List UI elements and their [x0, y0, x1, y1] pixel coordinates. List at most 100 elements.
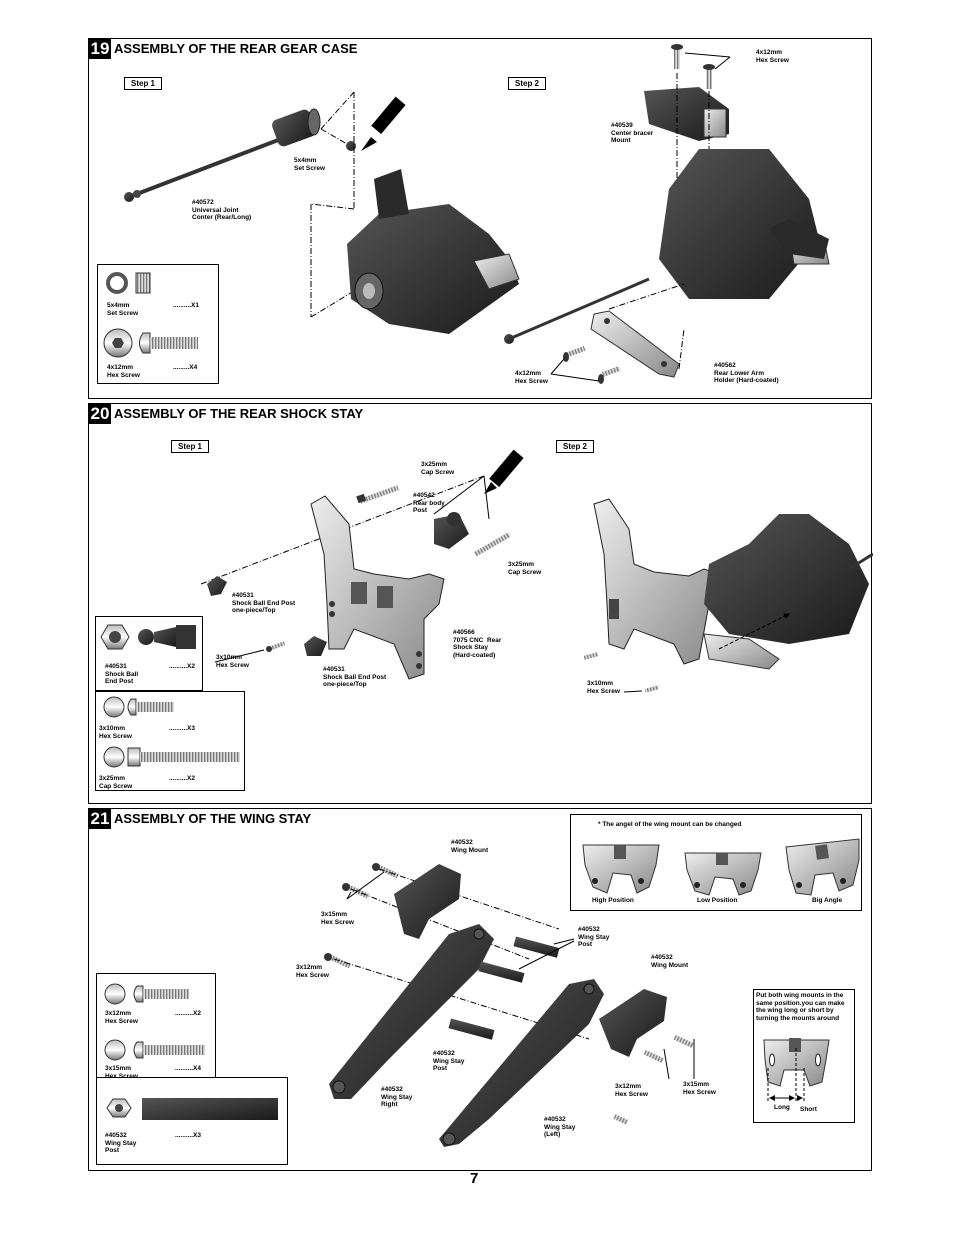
step-number-19: 19	[89, 39, 111, 59]
label-hex-screw-bottom: 4x12mm Hex Screw	[515, 370, 548, 385]
shock-stay-plate	[310, 495, 445, 680]
wing-stay-posts	[448, 936, 560, 1040]
rear-gear-case-illustration	[124, 44, 830, 384]
label-rear-body-post: #40542 Rear body Post	[413, 492, 445, 514]
part-name: 3x10mm Hex Screw	[99, 725, 132, 740]
shock-ball-end-lower	[304, 636, 327, 656]
rear-arm-holder-drawing	[590, 310, 680, 378]
parts-box-20-ball-end: #40531 Shock Ball End Post ..........X2	[95, 616, 203, 691]
lower-hex-screws	[563, 346, 621, 384]
wing-mount-right	[599, 989, 667, 1057]
label-cap-screw-right: 3x25mm Cap Screw	[508, 561, 542, 576]
angle-note: * The angel of the wing mount can be cha…	[598, 821, 742, 828]
parts-icons-21-screws	[104, 983, 205, 1061]
label-shock-stay: #40566 7075 CNC Rear Shock Stay (Hard-co…	[453, 629, 502, 659]
label-hex-screw-left: 3x10mm Hex Screw	[216, 654, 249, 669]
section-title: ASSEMBLY OF THE REAR GEAR CASE	[114, 41, 358, 56]
parts-icons-screws	[103, 696, 240, 768]
position-label: High Position	[592, 897, 634, 904]
part-name: 3x12mm Hex Screw	[105, 1010, 138, 1025]
universal-joint-drawing	[124, 108, 321, 202]
label-stay-post-mid: #40532 Wing Stay Post	[433, 1050, 465, 1072]
shock-stay-assembled	[593, 498, 720, 665]
hex-screw-drawing	[671, 44, 715, 89]
label-hex-screw-top: 4x12mm Hex Screw	[756, 49, 789, 64]
wing-stay-left-arm	[439, 979, 604, 1147]
part-qty: ..........X2	[169, 775, 196, 782]
part-qty: ..........X2	[175, 1010, 202, 1017]
step-2-label: Step 2	[556, 440, 595, 453]
label-hex12-left: 3x12mm Hex Screw	[296, 964, 329, 979]
tip-mount-diagram	[763, 1038, 830, 1102]
label-wing-mount-right: #40532 Wing Mount	[651, 954, 689, 969]
part-name: #40531 Shock Ball End Post	[105, 663, 139, 685]
part-qty: ..........X2	[169, 663, 196, 670]
label-cap-screw-top: 3x25mm Cap Screw	[421, 461, 455, 476]
part-name: 3x15mm Hex Screw	[105, 1065, 138, 1080]
step-number-20: 20	[89, 404, 111, 424]
label-set-screw: 5x4mm Set Screw	[294, 157, 326, 172]
part-name: #40532 Wing Stay Post	[105, 1132, 137, 1154]
part-qty: .........X4	[173, 364, 198, 371]
label-hex15-left: 3x15mm Hex Screw	[321, 911, 354, 926]
label-hex15-bottom: 3x15mm Hex Screw	[683, 1081, 716, 1096]
wing-mount-positions	[582, 838, 860, 896]
page-number: 7	[470, 1170, 479, 1187]
label-stay-post-top: #40532 Wing Stay Post	[578, 926, 610, 948]
wing-mount-angle-panel: * The angel of the wing mount can be cha…	[570, 814, 862, 911]
screw-cement-tube	[361, 96, 406, 151]
label-wing-mount-top: #40532 Wing Mount	[451, 839, 489, 854]
part-name: 4x12mm Hex Screw	[107, 364, 140, 379]
parts-icons-19	[103, 272, 198, 358]
gear-case-assembled	[703, 514, 869, 670]
part-qty: ..........X3	[175, 1132, 202, 1139]
label-ball-end-lower: #40531 Shock Ball End Post one-piece/Top	[323, 666, 387, 688]
label-center-bracer: #40539 Center bracer Mount	[611, 122, 654, 144]
cap-screw-top	[356, 485, 399, 504]
step-1-label: Step 1	[124, 77, 163, 90]
part-qty: ..........X1	[173, 302, 200, 309]
label-stay-left: #40532 Wing Stay (Left)	[544, 1116, 576, 1138]
cap-screw-right	[473, 532, 511, 557]
high-position-mount	[582, 844, 660, 894]
parts-box-21-post: #40532 Wing Stay Post ..........X3	[96, 1077, 288, 1165]
hex-screw-step2	[583, 652, 660, 693]
section-title: ASSEMBLY OF THE WING STAY	[114, 811, 312, 826]
gear-case-drawing-step1	[347, 169, 520, 334]
label-stay-right: #40532 Wing Stay Right	[381, 1086, 413, 1108]
part-qty: ..........X3	[169, 725, 196, 732]
position-label: Big Angle	[812, 897, 843, 904]
center-bracer-drawing	[644, 87, 729, 141]
section-19-rear-gear-case: 19 ASSEMBLY OF THE REAR GEAR CASE	[88, 38, 872, 399]
rear-shock-stay-illustration	[200, 449, 873, 693]
label-universal-joint: #40572 Universal Joint Conter (Rear/Long…	[192, 199, 252, 221]
wing-length-tip-box: Put both wing mounts in the same positio…	[753, 989, 855, 1123]
part-qty: ..........X4	[175, 1065, 202, 1072]
position-label: Low Position	[697, 897, 738, 904]
rear-body-post	[434, 512, 469, 549]
long-label: Long	[774, 1104, 790, 1111]
wing-mount-upper	[394, 864, 461, 939]
low-position-mount	[684, 852, 762, 896]
section-20-rear-shock-stay: 20 ASSEMBLY OF THE REAR SHOCK STAY	[88, 403, 873, 804]
step-1-label: Step 1	[171, 440, 210, 453]
parts-icons-21-post	[106, 1098, 278, 1120]
part-name: 5x4mm Set Screw	[107, 302, 139, 317]
label-arm-holder: #40562 Rear Lower Arm Holder (Hard-coate…	[714, 362, 779, 384]
gear-case-drawing-step2	[659, 149, 830, 299]
section-title: ASSEMBLY OF THE REAR SHOCK STAY	[114, 406, 364, 421]
parts-box-20-screws: 3x10mm Hex Screw ..........X3 3x25mm Cap…	[95, 691, 245, 791]
wing-stay-right-arm	[329, 924, 494, 1099]
shock-ball-end-upper	[207, 576, 227, 596]
section-21-wing-stay: 21 ASSEMBLY OF THE WING STAY * The angel…	[88, 808, 872, 1171]
step-number-21: 21	[89, 809, 111, 829]
label-ball-end-upper: #40531 Shock Ball End Post one-piece/Top	[232, 592, 296, 614]
parts-box-21-screws: 3x12mm Hex Screw ..........X2 3x15mm Hex…	[96, 973, 216, 1080]
parts-box-19: 5x4mm Set Screw ..........X1 4x12mm Hex …	[97, 264, 219, 384]
tip-text: Put both wing mounts in the same positio…	[756, 992, 845, 1022]
label-hex12-bottom: 3x12mm Hex Screw	[615, 1083, 648, 1098]
hex-screws-lower	[613, 1034, 694, 1125]
step-2-label: Step 2	[508, 77, 547, 90]
screw-cement-tube	[484, 449, 524, 494]
wing-stay-illustration	[324, 863, 695, 1147]
